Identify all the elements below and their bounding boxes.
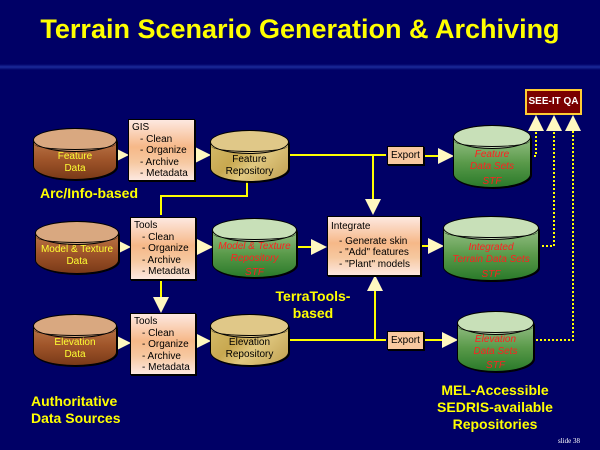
item: - Clean <box>142 327 175 339</box>
note-line: MEL-Accessible <box>441 382 549 398</box>
export-box-top: Export <box>387 146 424 165</box>
model-tools-box: Tools - Clean- Organize- Archive- Metada… <box>130 217 196 280</box>
item: - "Plant" models <box>339 258 411 270</box>
item: - Organize <box>140 145 187 156</box>
label: Data Sets <box>470 161 514 172</box>
label: Repository <box>225 166 274 177</box>
item: - Metadata <box>142 362 190 373</box>
format-label: STF <box>486 360 505 371</box>
label: Repository <box>225 349 274 360</box>
qa-link-elevation <box>532 115 581 341</box>
label: Data <box>64 349 86 360</box>
box-title: GIS <box>132 122 150 133</box>
label: Feature <box>57 151 93 162</box>
note-line: Repositories <box>452 416 538 432</box>
item: - Clean <box>142 231 175 243</box>
label: Feature <box>474 149 510 160</box>
format-label: STF <box>481 269 501 280</box>
label: Integrated <box>468 242 514 253</box>
label: Elevation <box>228 337 271 348</box>
integrate-box: Integrate - Generate skin- "Add" feature… <box>327 216 421 276</box>
item: - Organize <box>142 339 189 350</box>
elevation-tools-box: Tools - Clean- Organize- Archive- Metada… <box>130 313 196 375</box>
label: Model & Texture <box>40 244 114 255</box>
label: Feature <box>232 154 267 165</box>
box-title: Tools <box>134 220 158 231</box>
label: Data Sets <box>473 346 518 357</box>
item: - Organize <box>142 243 189 254</box>
slide-number: slide 38 <box>558 437 580 445</box>
item: - Metadata <box>142 266 190 277</box>
label: Terrain Data Sets <box>452 254 530 265</box>
item: - "Add" features <box>339 247 409 258</box>
label: Elevation <box>54 337 96 348</box>
title-divider <box>0 64 600 70</box>
label: Elevation <box>474 334 517 345</box>
note-line: TerraTools- <box>275 288 351 304</box>
note-line: based <box>292 305 334 321</box>
qa-link-feature <box>528 115 544 157</box>
label: Repository <box>230 253 279 264</box>
item: - Clean <box>140 133 173 145</box>
format-label: STF <box>482 176 502 187</box>
export-box-bottom: Export <box>387 331 424 350</box>
see-it-qa-box: SEE-IT QA <box>525 89 582 115</box>
qa-link-integrated <box>538 115 562 247</box>
note-line: SEDRIS-available <box>437 399 553 415</box>
item: - Archive <box>142 254 181 266</box>
note-line: Authoritative <box>31 393 118 409</box>
label: Data <box>64 163 86 174</box>
box-title: Integrate <box>331 221 371 232</box>
item: - Metadata <box>140 168 188 179</box>
item: - Archive <box>142 350 181 362</box>
arrow-repo-to-tools <box>160 181 248 215</box>
terratools-note: TerraTools-based <box>268 288 358 322</box>
item: - Generate skin <box>339 235 408 247</box>
box-title: Tools <box>134 316 158 327</box>
format-label: STF <box>245 267 264 278</box>
item: - Archive <box>140 156 179 168</box>
label: Data <box>66 256 88 267</box>
arcinfo-note: Arc/Info-based <box>40 185 139 201</box>
gis-process-box: GIS - Clean- Organize- Archive- Metadata <box>128 119 195 181</box>
label: Model & Texture <box>218 241 291 252</box>
note-line: Data Sources <box>31 410 121 426</box>
slide-title: Terrain Scenario Generation & Archiving <box>40 14 560 44</box>
